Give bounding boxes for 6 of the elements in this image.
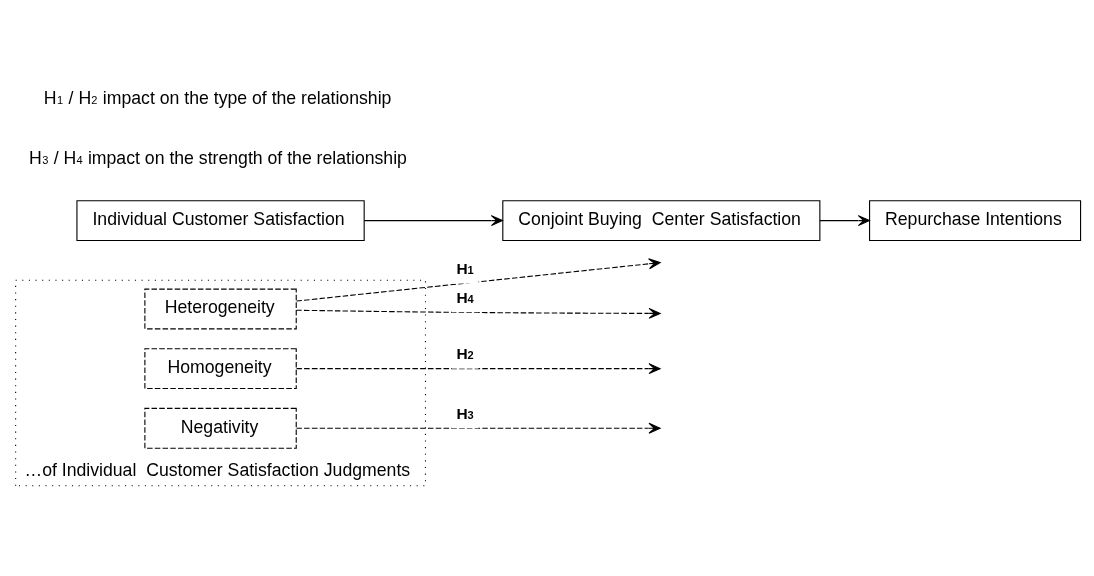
edge-label: H4 (456, 289, 474, 307)
label: H1 / H2 impact on the type of the relationship (43, 88, 392, 109)
label: H3 / H4 impact on the strength of the relationship (28, 148, 407, 169)
edge-label: H1 (456, 260, 474, 278)
edge-label: H2 (456, 345, 474, 363)
edge-label: H3 (456, 405, 474, 423)
